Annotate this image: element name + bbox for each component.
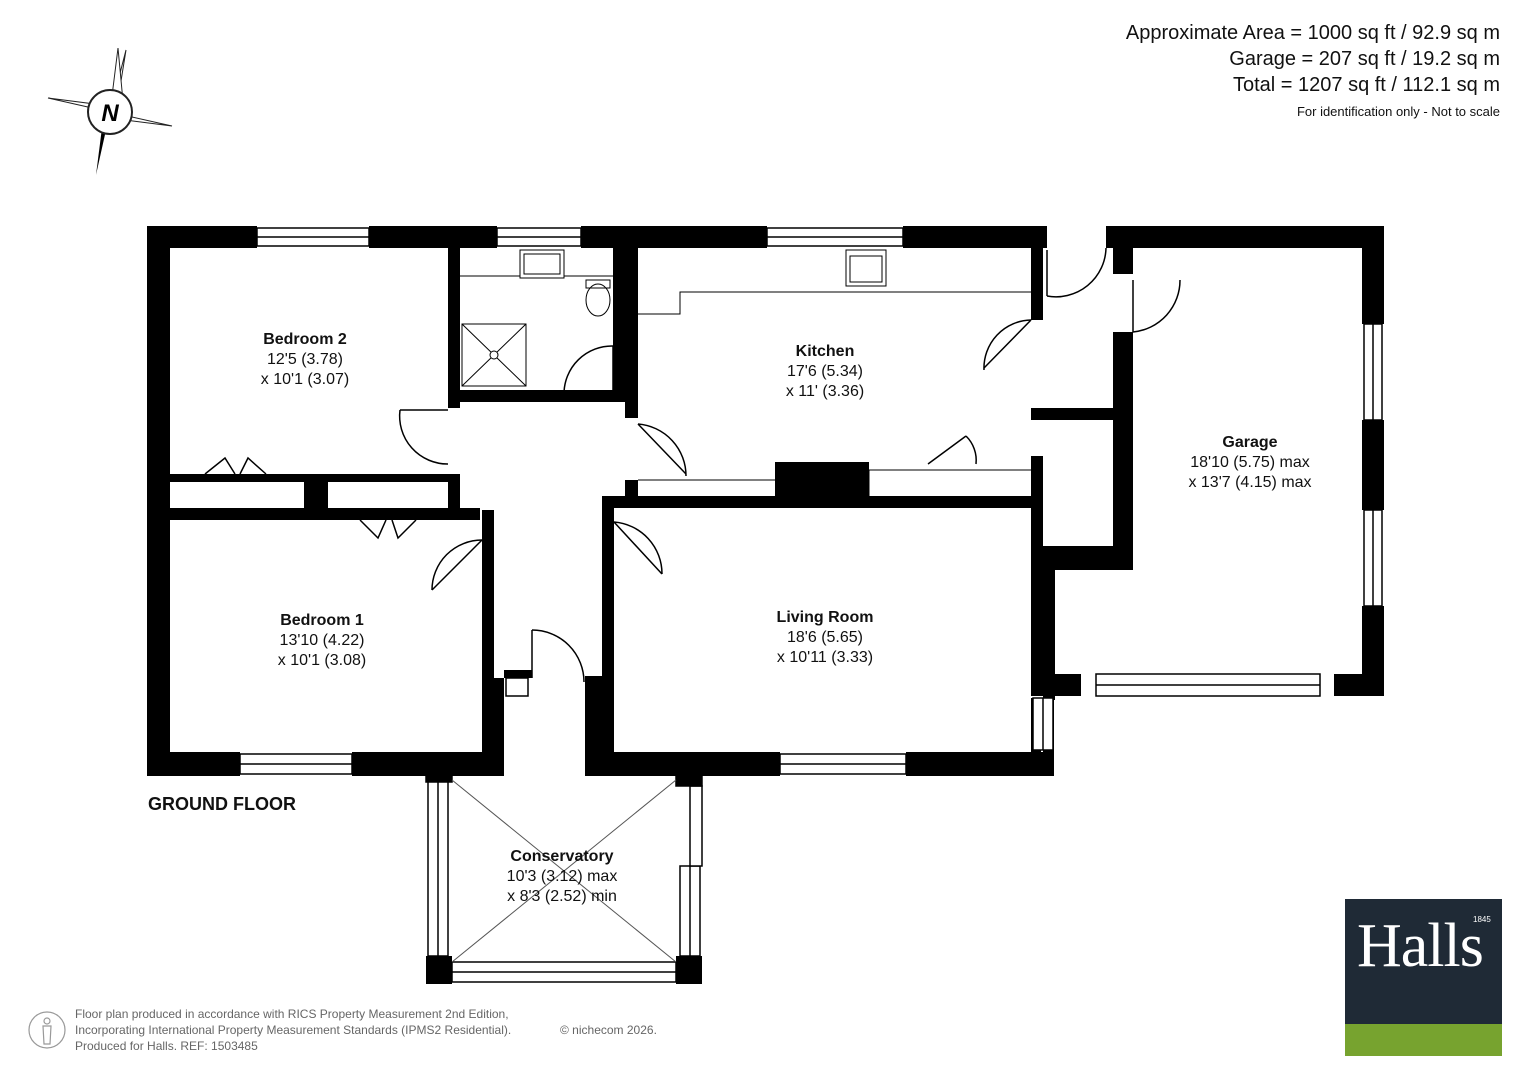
room-dimension: x 10'11 (3.33) <box>776 649 874 666</box>
room-label-garage: Garage 18'10 (5.75) max x 13'7 (4.15) ma… <box>1188 433 1311 493</box>
room-dimension: x 10'1 (3.07) <box>260 371 350 388</box>
room-dimension: 12'5 (3.78) <box>267 351 343 368</box>
person-icon <box>28 1011 66 1049</box>
room-name: Living Room <box>776 609 874 626</box>
room-label-conservatory: Conservatory 10'3 (3.12) max x 8'3 (2.52… <box>507 847 618 907</box>
fixtures <box>460 249 1031 496</box>
room-label-living: Living Room 18'6 (5.65) x 10'11 (3.33) <box>777 608 874 668</box>
room-dimension: 18'10 (5.75) max <box>1190 454 1310 471</box>
conservatory-roof-lines <box>451 779 677 963</box>
room-dimension: 17'6 (5.34) <box>786 363 863 380</box>
logo-word: Halls <box>1357 912 1484 980</box>
compass-rose-icon: N <box>47 47 173 175</box>
room-dimension: 18'6 (5.65) <box>786 629 863 646</box>
room-label-bedroom1: Bedroom 1 13'10 (4.22) x 10'1 (3.08) <box>278 611 366 671</box>
room-dimension: x 8'3 (2.52) min <box>507 888 617 905</box>
room-dimension: x 10'1 (3.08) <box>277 652 367 669</box>
walls <box>147 226 1384 984</box>
area-summary: Approximate Area = 1000 sq ft / 92.9 sq … <box>1126 20 1500 122</box>
total-area: Total = 1207 sq ft / 112.1 sq m <box>1232 74 1500 96</box>
approximate-area: Approximate Area = 1000 sq ft / 92.9 sq … <box>1125 22 1500 44</box>
room-dimension: 10'3 (3.12) max <box>506 868 618 885</box>
room-name: Kitchen <box>795 343 855 360</box>
room-dimension: x 13'7 (4.15) max <box>1188 474 1312 491</box>
logo-year: 1845 <box>1473 915 1491 924</box>
compass-label: N <box>101 100 119 127</box>
footer-line: Floor plan produced in accordance with R… <box>75 1007 509 1021</box>
footer-line: Incorporating International Property Mea… <box>75 1023 512 1037</box>
halls-logo: Halls 1845 <box>1345 899 1502 1056</box>
copyright: © nichecom 2026. <box>560 1023 657 1037</box>
footer-line: Produced for Halls. REF: 1503485 <box>75 1039 258 1053</box>
room-dimension: 13'10 (4.22) <box>279 632 365 649</box>
room-label-kitchen: Kitchen 17'6 (5.34) x 11' (3.36) <box>786 342 864 402</box>
room-label-bedroom2: Bedroom 2 12'5 (3.78) x 10'1 (3.07) <box>261 330 349 390</box>
room-name: Bedroom 2 <box>263 331 347 348</box>
room-name: Garage <box>1222 434 1278 451</box>
floor-label: GROUND FLOOR <box>148 794 296 814</box>
footer-credits: Floor plan produced in accordance with R… <box>75 1006 657 1054</box>
garage-area: Garage = 207 sq ft / 19.2 sq m <box>1229 48 1500 70</box>
room-dimension: x 11' (3.36) <box>785 383 865 400</box>
room-name: Conservatory <box>510 848 614 865</box>
doors <box>204 247 1181 683</box>
scale-note: For identification only - Not to scale <box>1296 104 1500 119</box>
windows <box>239 227 1383 983</box>
room-name: Bedroom 1 <box>280 612 364 629</box>
logo-band <box>1345 1024 1502 1056</box>
